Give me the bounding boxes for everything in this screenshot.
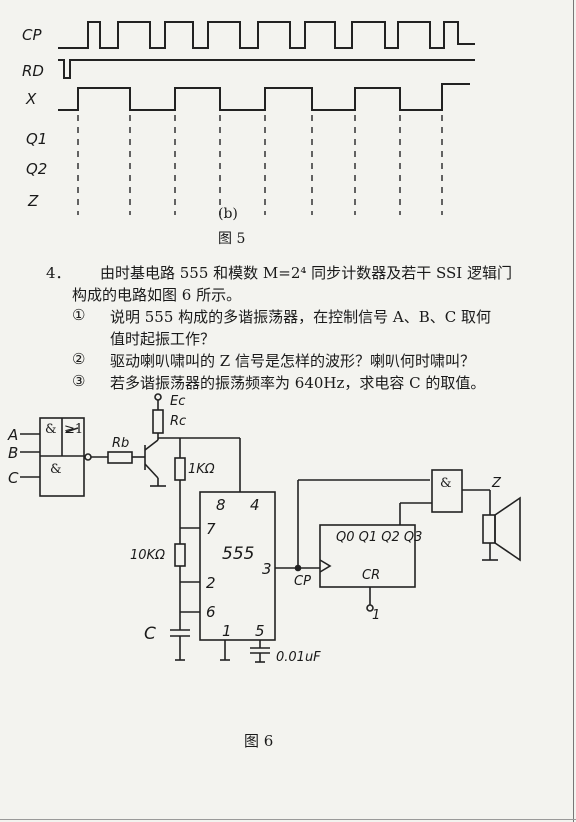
cap-small-label: 0.01uF xyxy=(276,650,321,665)
z-output-label: Z xyxy=(492,476,501,491)
pin-5-label: 5 xyxy=(255,622,265,640)
pin-4-label: 4 xyxy=(250,496,260,514)
chip-555-label: 555 xyxy=(222,544,255,564)
signal-label-q2: Q2 xyxy=(26,160,48,178)
problem-number: 4． xyxy=(46,264,71,282)
gate2-and-label: & xyxy=(50,462,62,477)
input-b-label: B xyxy=(8,444,19,462)
rd-waveform xyxy=(58,59,475,79)
counter-box xyxy=(319,524,416,588)
cap-c-label: C xyxy=(144,624,156,644)
gate3-box xyxy=(431,469,463,513)
problem-intro-line2: 构成的电路如图 6 所示。 xyxy=(72,286,242,304)
input-c-label: C xyxy=(8,469,19,487)
signal-label-cp: CP xyxy=(22,26,42,44)
cr-value: 1 xyxy=(372,608,381,623)
signal-label-z: Z xyxy=(28,192,39,210)
pin-3-label: 3 xyxy=(262,560,272,578)
problem-intro-line1: 由时基电路 555 和模数 M=2⁴ 同步计数器及若干 SSI 逻辑门 xyxy=(100,264,512,282)
pin-1-label: 1 xyxy=(222,622,232,640)
cr-label: CR xyxy=(362,568,381,583)
fig6-caption: 图 6 xyxy=(244,732,274,750)
fig5-caption: 图 5 xyxy=(218,231,246,247)
pin-8-label: 8 xyxy=(216,496,226,514)
page-right-border xyxy=(573,0,574,822)
gate1-and-label: & xyxy=(45,422,57,437)
x-waveform xyxy=(58,83,470,111)
gate3-and-label: & xyxy=(440,476,452,491)
circuit-wiring xyxy=(20,393,521,663)
pin-6-label: 6 xyxy=(206,603,216,621)
timing-waveforms xyxy=(58,21,475,111)
signal-label-rd: RD xyxy=(22,62,44,80)
question-1-line1: 说明 555 构成的多谐振荡器，在控制信号 A、B、C 取何 xyxy=(110,308,492,326)
fig5-sublabel: (b) xyxy=(218,206,238,222)
question-1-marker: ① xyxy=(72,306,86,324)
question-3-line1: 若多谐振荡器的振荡频率为 640Hz，求电容 C 的取值。 xyxy=(110,374,486,392)
cp-waveform xyxy=(58,21,475,49)
question-2-line1: 驱动喇叭啸叫的 Z 信号是怎样的波形？喇叭何时啸叫？ xyxy=(110,352,475,370)
input-a-label: A xyxy=(8,426,19,444)
question-1-line2: 值时起振工作？ xyxy=(110,330,216,348)
pin-2-label: 2 xyxy=(206,574,216,592)
cp-input-label: CP xyxy=(294,574,311,589)
r1-label: 1KΩ xyxy=(188,462,215,477)
chip-555-box xyxy=(199,491,276,641)
signal-label-q1: Q1 xyxy=(26,130,48,148)
rc-label: Rc xyxy=(170,414,187,429)
rb-label: Rb xyxy=(112,436,130,451)
signal-label-x: X xyxy=(26,90,37,108)
gate1-or-label: ≥1 xyxy=(64,422,84,437)
question-2-marker: ② xyxy=(72,350,86,368)
ec-label: Ec xyxy=(170,394,186,409)
pin-7-label: 7 xyxy=(206,520,216,538)
r2-label: 10KΩ xyxy=(130,548,166,563)
question-3-marker: ③ xyxy=(72,372,86,390)
counter-outputs-label: Q0 Q1 Q2 Q3 xyxy=(336,530,423,545)
page-bottom-border xyxy=(0,819,576,820)
timing-dashed-guides xyxy=(77,115,443,215)
